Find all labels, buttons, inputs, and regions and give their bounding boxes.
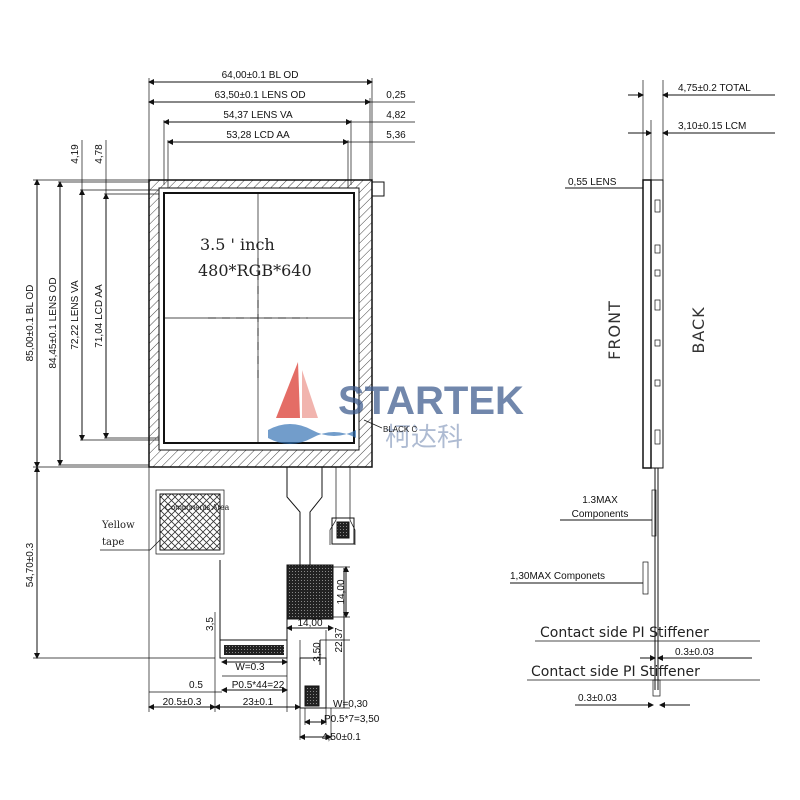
side-view: 4,75±0.2 TOTAL 3,10±0.15 LCM 0,55 LENS F… xyxy=(510,80,775,708)
fpc-pin-pitch-label: P0.5*44=22 xyxy=(232,680,285,691)
dim-2237: 22,37 xyxy=(334,627,345,652)
fpc-pin-width-label: W=0.3 xyxy=(235,662,265,673)
contact-side-label-2: Contact side PI Stiffener xyxy=(531,664,700,680)
dim-bl-od-height: 85,00±0.1 BL OD xyxy=(25,285,36,362)
dim-05: 0.5 xyxy=(189,680,203,691)
dim-205: 20.5±0.3 xyxy=(163,697,202,708)
components-max-label-1: 1.3MAX xyxy=(582,495,618,506)
dim-350: 3,50 xyxy=(312,642,323,662)
brand-name: STARTEK xyxy=(338,379,524,423)
screen-resolution-label: 480*RGB*640 xyxy=(198,261,312,280)
stiffener-thickness-1: 0.3±0.03 xyxy=(675,647,714,658)
brand-name-cn: 柯达科 xyxy=(385,423,463,453)
dim-lens-va-width: 54,37 LENS VA xyxy=(223,110,293,121)
total-thickness-label: 4,75±0.2 TOTAL xyxy=(678,83,751,94)
stiffener-thickness-2: 0.3±0.03 xyxy=(578,693,617,704)
dim-lens-od-width: 63,50±0.1 LENS OD xyxy=(214,90,305,101)
lcd-module-front: 3.5 ' inch 480*RGB*640 xyxy=(148,179,385,468)
dim-offset-025: 0,25 xyxy=(386,90,406,101)
logo-sail-red-light-icon xyxy=(302,370,318,418)
components-area-label: Components Area xyxy=(165,503,230,512)
componets-max-label: 1,30MAX Componets xyxy=(510,571,605,582)
yellow-tape-label-2: tape xyxy=(102,537,124,548)
sub-fpc-pitch-label: P0.5*7=3,50 xyxy=(324,714,380,725)
dim-14-vertical: 14,00 xyxy=(336,579,347,604)
dim-lcd-aa-height: 71,04 LCD AA xyxy=(94,284,105,348)
yellow-tape-label-1: Yellow xyxy=(101,520,135,531)
top-dimension-group: 64,00±0.1 BL OD 63,50±0.1 LENS OD 0,25 5… xyxy=(148,70,415,190)
sub-fpc-width-label: W=0,30 xyxy=(333,699,368,710)
dim-bl-od-width: 64,00±0.1 BL OD xyxy=(222,70,299,81)
dim-offset-478: 4,78 xyxy=(94,144,105,164)
bottom-dimension-group: 3,5 W=0.3 P0.5*44=22 0.5 20.5±0.3 23±0.1… xyxy=(148,467,380,743)
dim-35: 3,5 xyxy=(205,617,216,631)
components-max-label-2: Components xyxy=(572,509,629,520)
contact-side-label-1: Contact side PI Stiffener xyxy=(540,625,709,641)
lens-thickness-label: 0,55 LENS xyxy=(568,177,617,188)
screen-size-label: 3.5 ' inch xyxy=(200,235,275,254)
left-dimension-group: 85,00±0.1 BL OD 84,45±0.1 LENS OD 72,22 … xyxy=(25,140,215,659)
startek-watermark: STARTEK 柯达科 xyxy=(268,362,524,453)
dim-offset-482: 4,82 xyxy=(386,110,406,121)
dim-lcd-aa-width: 53,28 LCD AA xyxy=(226,130,290,141)
logo-wave-icon xyxy=(268,424,356,444)
dim-lens-va-height: 72,22 LENS VA xyxy=(70,280,81,350)
dim-23: 23±0.1 xyxy=(243,697,274,708)
black-label: BLACK C xyxy=(383,425,417,434)
dim-offset-419: 4,19 xyxy=(70,144,81,164)
dim-450: 4,50±0.1 xyxy=(322,732,361,743)
back-label: BACK xyxy=(689,306,708,353)
logo-sail-red-icon xyxy=(276,362,300,418)
fpc-tail: 14,00 14,00 Components Area 22,37 3,50 xyxy=(149,467,356,709)
dim-14-horizontal: 14,00 xyxy=(297,618,322,629)
dim-offset-536: 5,36 xyxy=(386,130,406,141)
front-label: FRONT xyxy=(605,300,624,360)
lcm-thickness-label: 3,10±0.15 LCM xyxy=(678,121,746,132)
dim-fpc-length: 54,70±0.3 xyxy=(25,542,36,587)
dim-lens-od-height: 84,45±0.1 LENS OD xyxy=(48,277,59,368)
